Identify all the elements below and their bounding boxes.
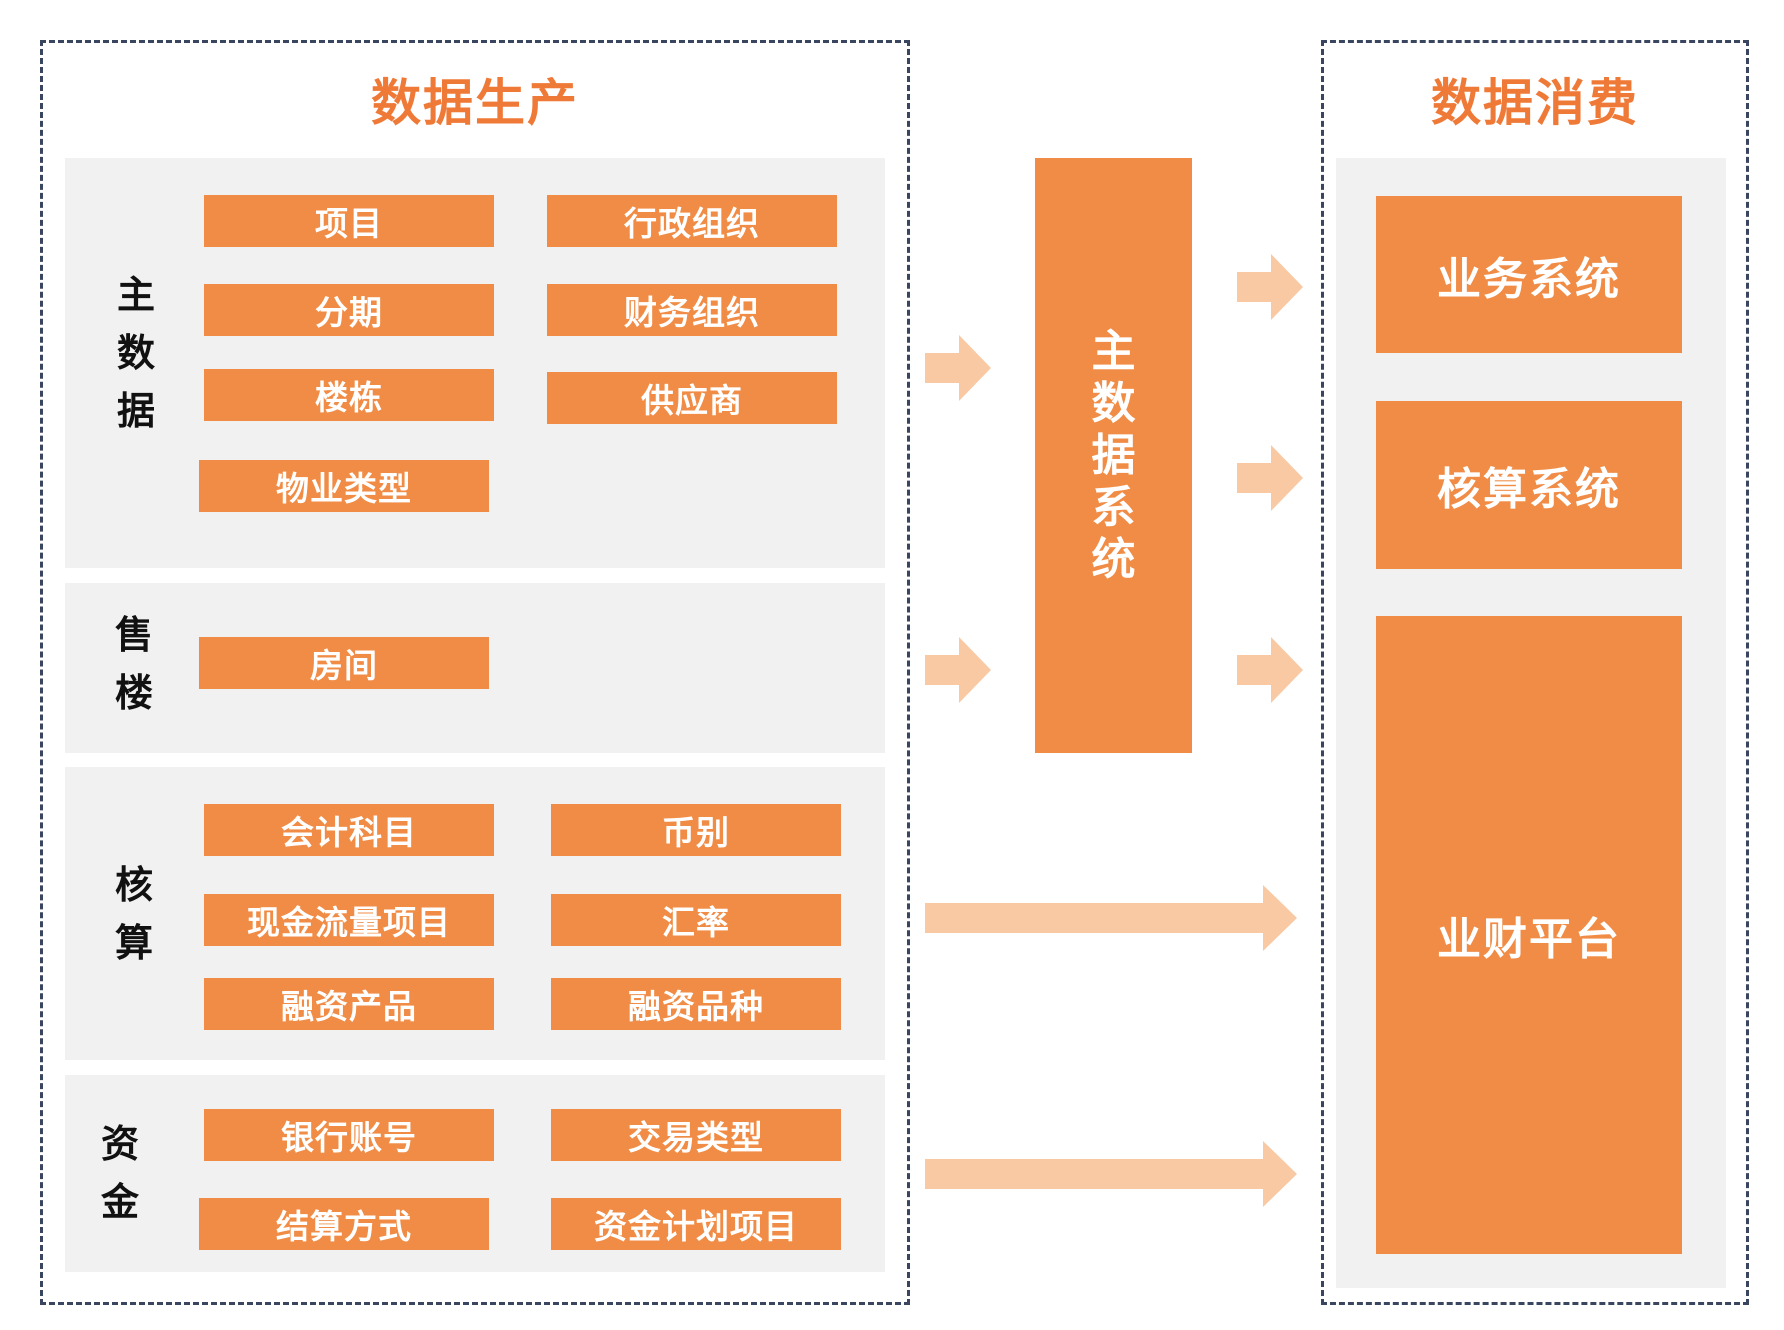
group-label-treasury: 资 金 bbox=[100, 1122, 139, 1224]
group-label-master-data: 主 数 据 bbox=[116, 273, 155, 433]
tag-account-subject: 会计科目 bbox=[204, 804, 494, 856]
data-consumption-title: 数据消费 bbox=[1431, 74, 1639, 132]
tag-cashflow-item: 现金流量项目 bbox=[204, 894, 494, 946]
arrow-accounting-to-platform bbox=[925, 885, 1297, 951]
tag-bank-account: 银行账号 bbox=[204, 1109, 494, 1161]
tag-admin-org: 行政组织 bbox=[547, 195, 837, 247]
data-consumption-container bbox=[1321, 40, 1749, 1305]
tag-fund-plan-item: 资金计划项目 bbox=[551, 1198, 841, 1250]
data-production-container bbox=[40, 40, 910, 1305]
group-label-sales: 售 楼 bbox=[114, 613, 153, 715]
tag-room: 房间 bbox=[199, 637, 489, 689]
arrow-hub-to-business bbox=[1237, 254, 1303, 320]
arrow-hub-to-accounting bbox=[1237, 445, 1303, 511]
master-data-system-block: 主 数 据 系 统 bbox=[1035, 158, 1192, 753]
business-finance-platform-block: 业财平台 bbox=[1376, 616, 1682, 1254]
tag-phase: 分期 bbox=[204, 284, 494, 336]
tag-transaction-type: 交易类型 bbox=[551, 1109, 841, 1161]
tag-financing-variety: 融资品种 bbox=[551, 978, 841, 1030]
tag-currency: 币别 bbox=[551, 804, 841, 856]
arrow-master-to-hub bbox=[925, 335, 991, 401]
tag-settlement-method: 结算方式 bbox=[199, 1198, 489, 1250]
tag-exchange-rate: 汇率 bbox=[551, 894, 841, 946]
arrow-treasury-to-platform bbox=[925, 1141, 1297, 1207]
accounting-system-block: 核算系统 bbox=[1376, 401, 1682, 569]
tag-finance-org: 财务组织 bbox=[547, 284, 837, 336]
tag-project: 项目 bbox=[204, 195, 494, 247]
tag-financing-product: 融资产品 bbox=[204, 978, 494, 1030]
group-label-accounting: 核 算 bbox=[114, 863, 153, 965]
tag-supplier: 供应商 bbox=[547, 372, 837, 424]
arrow-sales-to-hub bbox=[925, 637, 991, 703]
data-production-title: 数据生产 bbox=[371, 74, 579, 132]
arrow-hub-to-platform bbox=[1237, 637, 1303, 703]
tag-building: 楼栋 bbox=[204, 369, 494, 421]
business-system-block: 业务系统 bbox=[1376, 196, 1682, 353]
tag-property-type: 物业类型 bbox=[199, 460, 489, 512]
